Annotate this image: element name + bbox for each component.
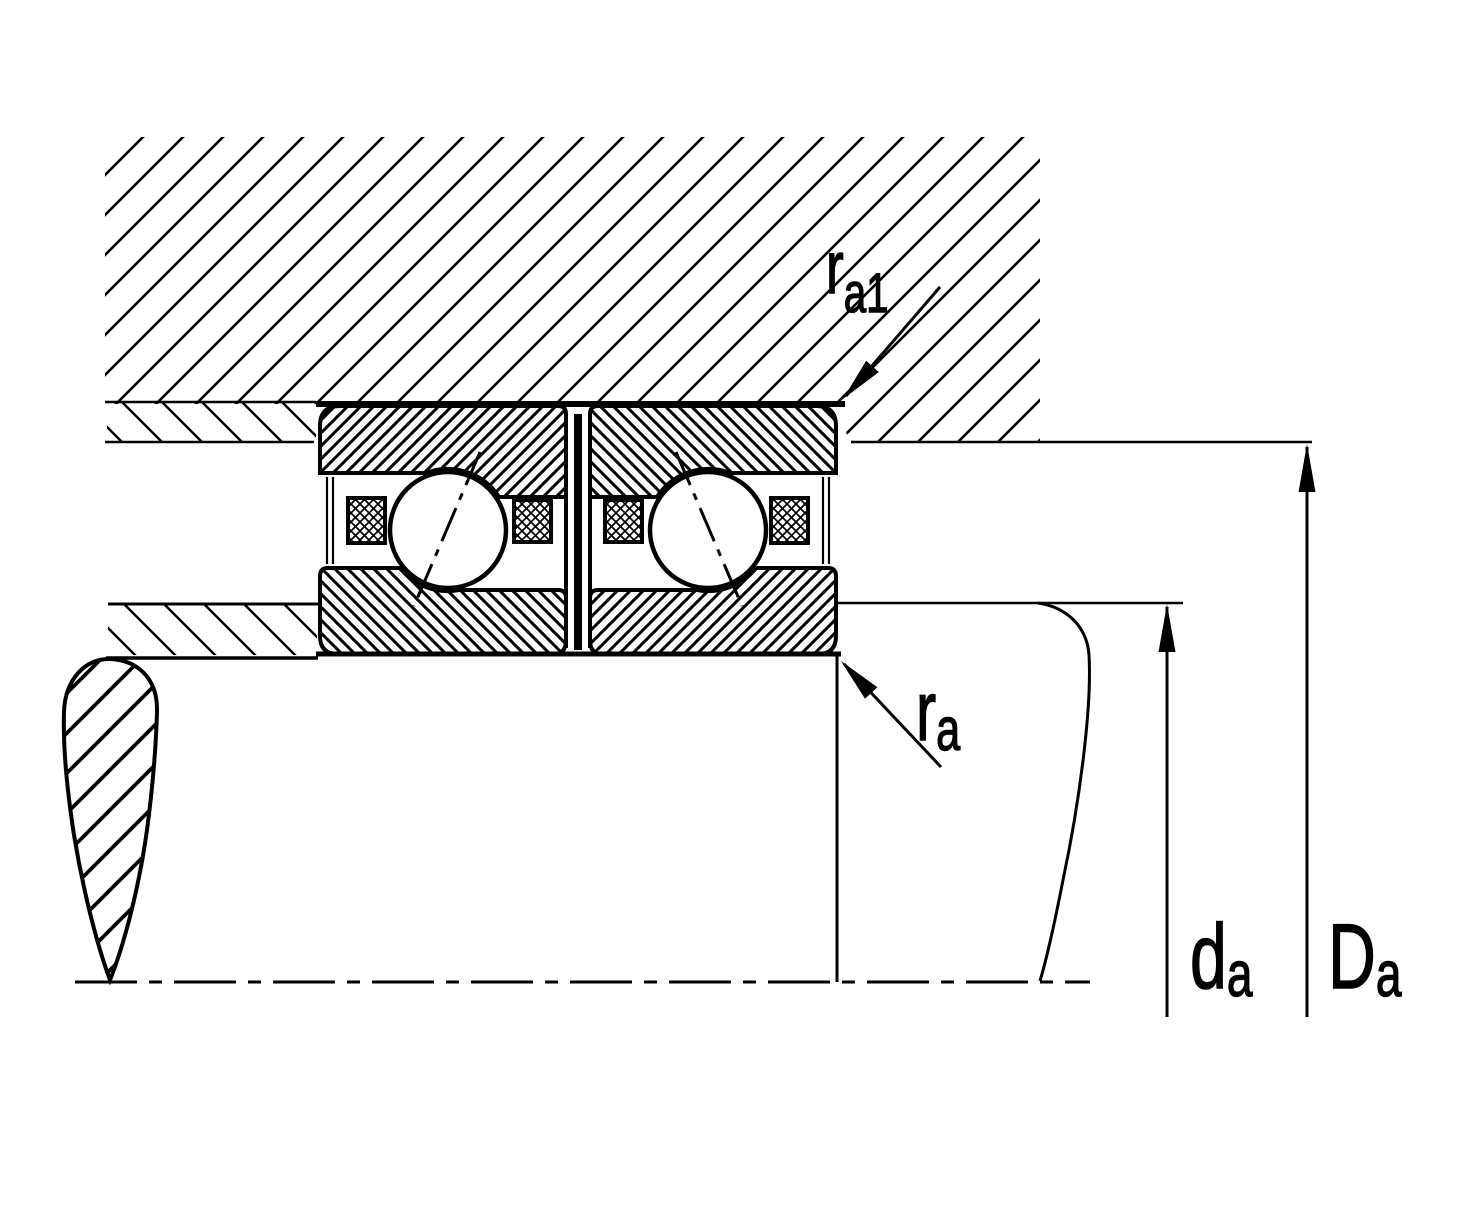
labels: ra1 ra da Da [825, 226, 1402, 1011]
dimensions [841, 286, 1316, 1017]
label-Da: Da [1328, 904, 1401, 1010]
label-da: da [1190, 904, 1252, 1010]
label-ra1: ra1 [826, 226, 889, 324]
da-arrowhead [1158, 604, 1176, 652]
ra-arrowhead [841, 661, 878, 699]
contact-angle-line [412, 451, 482, 607]
shaft-section [61, 601, 1183, 986]
housing-hatch-block [105, 137, 1040, 442]
outer-ring [318, 404, 568, 499]
cage-left [346, 496, 387, 545]
label-ra: ra [916, 664, 961, 764]
bearing-half [318, 404, 581, 656]
cage-right [512, 498, 553, 544]
face-recess-lines [325, 477, 335, 564]
shaft-shoulder-teardrop [61, 656, 160, 986]
inner-ring [318, 566, 568, 656]
housing-shoulder-strip [107, 403, 316, 442]
shaft-shoulder-strip [108, 605, 317, 655]
shaft-end-contour [1037, 601, 1091, 982]
housing-section [105, 137, 1312, 444]
ra1-arrowhead [843, 360, 879, 399]
Da-arrowhead [1298, 444, 1316, 492]
